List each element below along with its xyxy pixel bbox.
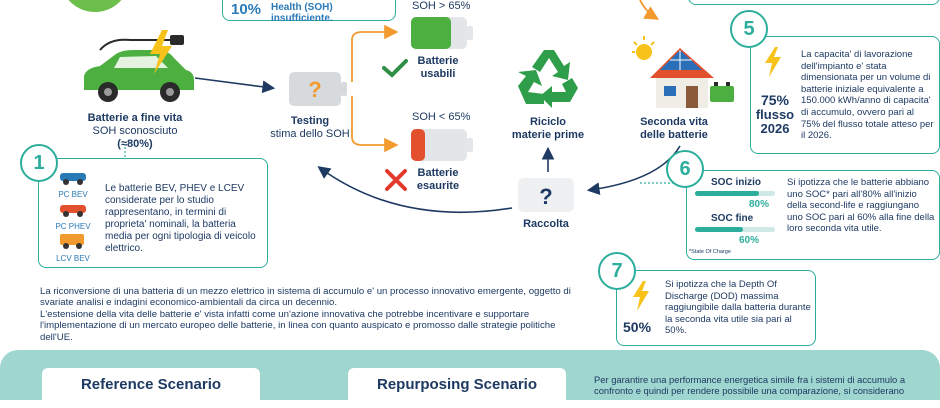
usable-label-line2: usabili: [420, 68, 456, 80]
box5-pct-line1: 75%: [760, 92, 790, 108]
exhausted-label-line2: esaurite: [416, 180, 460, 192]
arrow-testing-to-usable: [351, 24, 399, 82]
arrow-collection-to-testing: [317, 166, 513, 213]
collection-icon: ?: [518, 178, 574, 217]
house-solar-icon: [630, 30, 740, 117]
vehicle-pc-bev: PC BEV: [51, 169, 95, 199]
ev-subtitle: SOH sconosciuto: [92, 125, 178, 137]
svg-text:?: ?: [539, 184, 552, 209]
testing-battery-icon: ?: [288, 70, 350, 113]
vehicle-pc-phev: PC PHEV: [51, 201, 95, 231]
usable-label-line1: Batterie: [417, 55, 459, 67]
info-box-6: SOC inizio 80% SOC fine 60% *State Of Ch…: [686, 170, 940, 260]
soc-start-fill: [695, 191, 759, 196]
usable-threshold: SOH > 65%: [412, 0, 471, 12]
recycle-label-line1: Riciclo: [529, 116, 567, 128]
box5-pct-group: 75% flusso 2026: [753, 93, 797, 136]
car-red-icon: [60, 205, 86, 217]
car-icon: [84, 30, 194, 102]
number-badge-7: 7: [598, 252, 636, 290]
intro-paragraph-1: La riconversione di una batteria di un m…: [40, 286, 571, 309]
bolt-icon-7: [631, 281, 651, 316]
ev-title: Batterie a fine vita: [87, 112, 183, 124]
reference-title: Reference Scenario: [80, 376, 222, 393]
number-badge-5: 5: [730, 10, 768, 48]
exhausted-threshold: SOH < 65%: [412, 111, 471, 123]
recycle-label-line2: materie prime: [511, 129, 585, 141]
bottom-note-text: Per garantire una performance energetica…: [594, 374, 906, 397]
svg-text:?: ?: [308, 77, 321, 102]
intro-paragraph-2: L'estensione della vita delle batterie e…: [40, 308, 556, 343]
usable-label-group: Batterie usabili: [408, 55, 468, 81]
soc-end-bar: [695, 227, 775, 232]
vehicle-lcv-bev: LCV BEV: [51, 233, 95, 263]
soc-start-bar: [695, 191, 775, 196]
repurposing-card: Repurposing Scenario: [348, 368, 566, 408]
exhausted-battery-icon: [410, 128, 476, 169]
info-box-1: PC BEV PC PHEV LCV BEV Le batterie BEV, …: [38, 158, 268, 268]
top-pct-label: 10%: [231, 1, 262, 18]
testing-title: Testing: [290, 115, 330, 127]
box5-pct-line2: flusso: [755, 107, 795, 122]
exhausted-label-group: Batterie esaurite: [408, 167, 468, 193]
box7-text: Si ipotizza che la Depth Of Discharge (D…: [665, 279, 811, 337]
ev-label-group: Batterie a fine vita SOH sconosciuto (≈8…: [60, 112, 210, 151]
reference-card: Reference Scenario: [42, 368, 260, 408]
bolt-icon-5: [763, 47, 783, 82]
car-blue-icon: [60, 173, 86, 185]
van-orange-icon: [60, 234, 84, 249]
soc-end-fill: [695, 227, 743, 232]
vehicle-pc-phev-label: PC PHEV: [55, 222, 91, 231]
ev-car-illustration: [70, 30, 200, 110]
number-badge-1: 1: [20, 144, 58, 182]
bottom-band: Reference Scenario Repurposing Scenario …: [0, 350, 940, 408]
recycle-icon: [514, 46, 584, 117]
soc-footnote: *State Of Charge: [689, 249, 731, 255]
second-life-label-line2: delle batterie: [640, 129, 708, 141]
ev-value: (≈80%): [117, 138, 153, 150]
soc-end-label: SOC fine: [711, 213, 754, 224]
top-health-text: Health (SOH) insufficiente.: [271, 2, 333, 24]
arrow-top-to-second-life: [639, 0, 660, 20]
info-box-5: 75% flusso 2026 La capacita' di lavorazi…: [750, 36, 940, 154]
soc-end-value: 60%: [739, 235, 760, 246]
usable-battery-icon: [410, 16, 476, 57]
box5-pct-line3: 2026: [760, 121, 790, 136]
soc-start-label: SOC inizio: [711, 177, 761, 188]
box5-text: La capacita' di lavorazione dell'impiant…: [801, 49, 934, 142]
cross-icon: [384, 168, 408, 197]
collection-label: Raccolta: [523, 218, 569, 230]
vehicle-lcv-bev-label: LCV BEV: [56, 254, 90, 263]
soc-start-value: 80%: [749, 199, 770, 210]
top-info-box: 10% Health (SOH) insufficiente.: [222, 0, 396, 24]
arrow-testing-to-exhausted: [351, 96, 399, 153]
arrow-car-to-testing: [194, 77, 276, 94]
intro-text: La riconversione di una batteria di un m…: [40, 286, 580, 343]
info-box-7: 50% Si ipotizza che la Depth Of Discharg…: [616, 270, 816, 346]
second-life-label-group: Seconda vita delle batterie: [626, 116, 722, 142]
testing-subtitle: stima dello SOH: [270, 128, 350, 140]
exhausted-label-line1: Batterie: [417, 167, 459, 179]
number-badge-6: 6: [666, 150, 704, 188]
vehicle-pc-bev-label: PC BEV: [58, 190, 88, 199]
repurposing-title: Repurposing Scenario: [376, 376, 538, 393]
testing-label-group: Testing stima dello SOH: [260, 115, 360, 141]
box7-pct: 50%: [623, 319, 652, 335]
check-icon: [382, 58, 408, 83]
recycle-label-group: Riciclo materie prime: [500, 116, 596, 142]
box1-text: Le batterie BEV, PHEV e LCEV considerate…: [105, 183, 256, 254]
box6-text: Si ipotizza che le batterie abbiano uno …: [787, 177, 935, 235]
second-life-label-line1: Seconda vita: [640, 116, 708, 128]
